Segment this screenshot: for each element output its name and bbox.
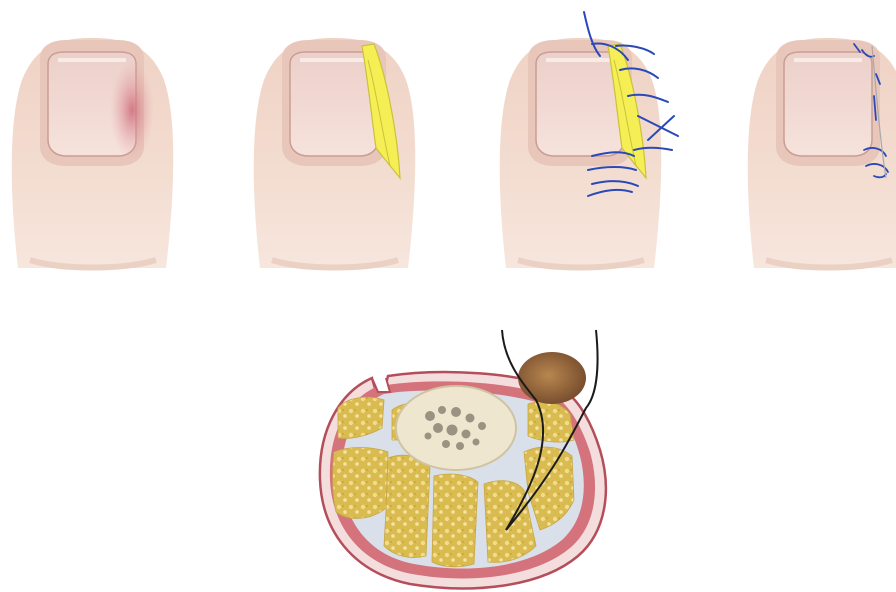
- toe-panel-2: [254, 38, 416, 268]
- toenail: [784, 52, 872, 156]
- toe-panel-4: [748, 38, 896, 268]
- toenail: [536, 52, 624, 156]
- toe-panel-3: [500, 12, 678, 268]
- toe-panel-1: [12, 38, 174, 268]
- toe-cross-section: [320, 330, 606, 588]
- toenail: [290, 52, 378, 156]
- toe-panel-row: [12, 12, 896, 268]
- granulation-tissue: [518, 352, 586, 404]
- inflamed-nail-fold: [110, 60, 154, 160]
